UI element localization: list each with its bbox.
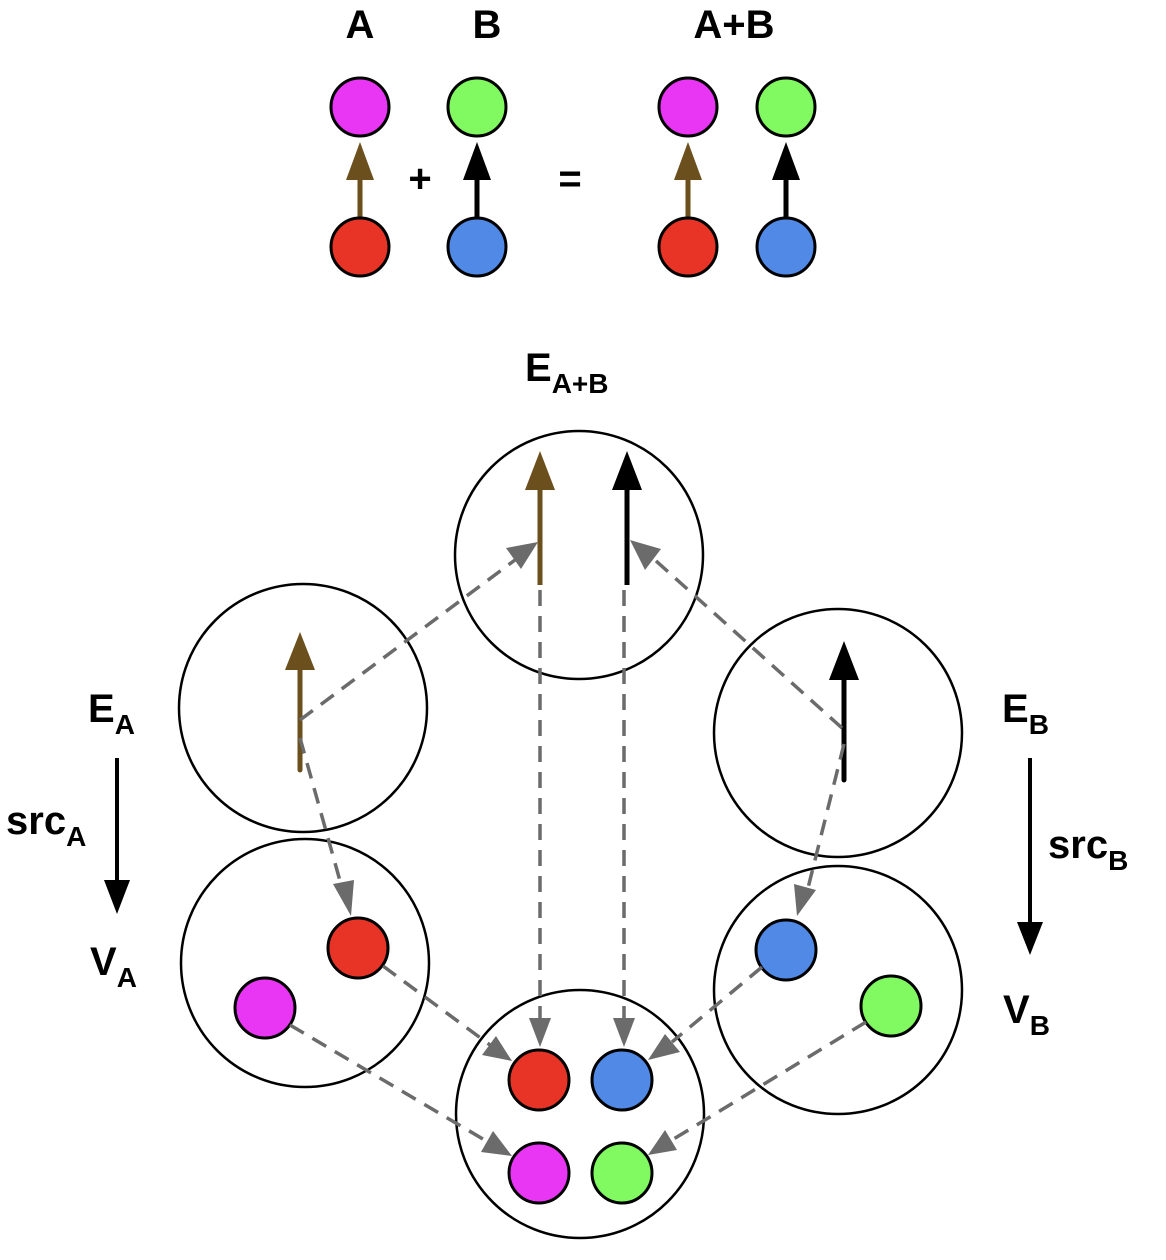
src-b-label: srcB	[1048, 823, 1128, 876]
edge-b-arrowhead	[829, 641, 859, 680]
vertex-b-blue	[754, 918, 818, 982]
graph-a-node-red	[329, 216, 391, 278]
graph-sum	[657, 76, 817, 278]
map-edge-a-to-sum	[298, 558, 517, 722]
map-vertex-b-blue	[670, 965, 764, 1044]
edge-a-arrowhead	[285, 632, 315, 670]
graph-b	[446, 76, 508, 278]
map-src-a-arrowhead	[333, 880, 354, 916]
vertex-sum-green	[590, 1141, 654, 1205]
vertex-set-b-label: VB	[1003, 988, 1050, 1041]
edge-set-sum-label: EA+B	[525, 346, 608, 399]
vertex-set-b-circle	[712, 864, 964, 1116]
vertex-set-a-circle	[179, 837, 431, 1089]
map-vertex-b-blue-arrowhead	[648, 1034, 680, 1060]
vertex-b-green	[859, 974, 923, 1038]
vertex-set-a-label: VA	[90, 940, 137, 993]
map-vertex-a-red-arrowhead	[482, 1036, 512, 1061]
src-a-label: srcA	[6, 799, 86, 852]
graph-a-label: A	[346, 3, 375, 47]
src-b-arrow-head	[1017, 922, 1043, 955]
graph-a	[329, 76, 391, 278]
map-src-sum-b-arrowhead	[613, 1018, 635, 1047]
graph-b-edge-arrowhead	[463, 142, 491, 180]
map-src-b-arrowhead	[794, 884, 816, 916]
map-edge-b-to-sum-arrowhead	[630, 540, 661, 570]
edge-set-sum-arrows	[525, 451, 642, 585]
map-src-a	[298, 737, 344, 889]
map-vertex-b-green	[671, 1020, 867, 1142]
graph-sum-node-blue	[755, 216, 817, 278]
edge-sum-a-arrowhead	[525, 451, 555, 490]
edge-set-b-circle	[712, 607, 964, 859]
graph-b-label: B	[473, 3, 502, 47]
map-vertex-a-red	[381, 964, 492, 1047]
graph-sum-edge-a-arrowhead	[674, 142, 702, 180]
vertex-sum-blue	[590, 1048, 654, 1112]
edge-set-a-arrows	[285, 632, 315, 773]
map-edge-a-to-sum-arrowhead	[506, 542, 538, 569]
vertex-sum-magenta	[507, 1141, 571, 1205]
equals-sign: =	[558, 157, 581, 201]
plus-sign: +	[408, 157, 431, 201]
graph-sum-label: A+B	[693, 3, 774, 47]
edge-set-b-arrows	[829, 641, 859, 783]
src-a-arrow	[104, 758, 130, 914]
edge-set-b-label: EB	[1002, 687, 1049, 740]
graph-sum-node-red	[657, 216, 719, 278]
map-vertex-a-magenta-arrowhead	[481, 1131, 512, 1156]
graph-sum-edge-b-arrowhead	[772, 142, 800, 180]
vertex-a-magenta	[233, 976, 297, 1040]
src-b-arrow	[1017, 758, 1043, 955]
graph-b-node-blue	[446, 216, 508, 278]
src-a-arrow-head	[104, 880, 130, 914]
map-src-sum-a-arrowhead	[529, 1018, 551, 1047]
graph-b-node-green	[446, 76, 508, 138]
graph-sum-node-green	[755, 76, 817, 138]
graph-a-edge-arrowhead	[346, 142, 374, 180]
map-edge-b-to-sum	[653, 558, 844, 730]
map-vertex-b-green-arrowhead	[648, 1130, 677, 1155]
vertex-sum-red	[507, 1048, 571, 1112]
edge-set-sum-circle	[453, 429, 705, 681]
map-vertex-a-magenta	[289, 1023, 489, 1144]
mapping-arrows	[289, 540, 867, 1156]
edge-set-a-circle	[177, 582, 429, 834]
graph-sum-node-magenta	[657, 76, 719, 138]
graph-a-node-magenta	[329, 76, 391, 138]
edge-set-a-label: EA	[88, 687, 135, 740]
vertex-set-sum-circle	[454, 988, 706, 1240]
edge-sum-b-arrowhead	[612, 451, 642, 490]
vertex-a-red	[326, 916, 390, 980]
